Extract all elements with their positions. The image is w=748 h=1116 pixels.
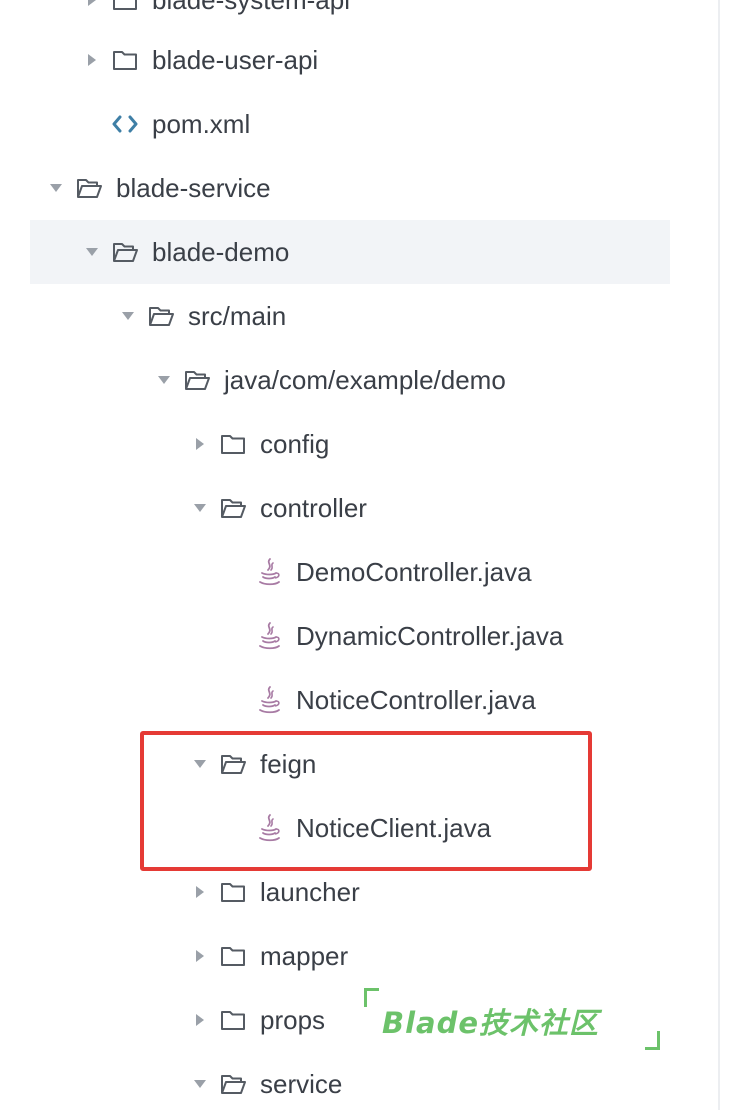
tree-item-config[interactable]: config [30, 412, 670, 476]
watermark-bracket-close [645, 1031, 660, 1050]
tree-item-controller[interactable]: controller [30, 476, 670, 540]
folder-icon [218, 1005, 248, 1035]
caret-right-icon[interactable] [80, 0, 104, 12]
tree-item-label: java/com/example/demo [224, 364, 506, 395]
tree-item-label: mapper [260, 940, 349, 971]
tree-item-blade-system-api[interactable]: blade-system-api [30, 0, 670, 32]
tree-item-blade-service[interactable]: blade-service [30, 156, 670, 220]
java-file-icon [254, 813, 284, 843]
java-file-icon [254, 685, 284, 715]
folder-open-icon [218, 1069, 248, 1099]
tree-item-label: blade-system-api [152, 0, 350, 16]
folder-icon [110, 45, 140, 75]
panel-divider [718, 0, 720, 1110]
caret-down-icon[interactable] [188, 1072, 212, 1096]
tree-item-label: config [260, 428, 330, 459]
watermark-bracket-open [364, 988, 379, 1007]
caret-down-icon[interactable] [44, 176, 68, 200]
tree-item-pom-xml[interactable]: pom.xml [30, 92, 670, 156]
tree-item-java-package[interactable]: java/com/example/demo [30, 348, 670, 412]
xml-code-icon [110, 109, 140, 139]
tree-item-feign[interactable]: feign [30, 732, 670, 796]
folder-open-icon [182, 365, 212, 395]
tree-item-service[interactable]: service [30, 1052, 670, 1116]
tree-item-label: pom.xml [152, 108, 251, 139]
folder-icon [218, 429, 248, 459]
tree-item-blade-demo[interactable]: blade-demo [30, 220, 670, 284]
caret-right-icon[interactable] [188, 432, 212, 456]
folder-open-icon [218, 493, 248, 523]
caret-right-icon[interactable] [188, 1008, 212, 1032]
tree-item-label: feign [260, 748, 317, 779]
tree-item-label: service [260, 1068, 343, 1099]
tree-item-label: DynamicController.java [296, 620, 564, 651]
folder-icon [218, 941, 248, 971]
java-file-icon [254, 621, 284, 651]
caret-right-icon[interactable] [80, 48, 104, 72]
java-file-icon [254, 557, 284, 587]
folder-open-icon [74, 173, 104, 203]
tree-item-notice-controller[interactable]: NoticeController.java [30, 668, 670, 732]
folder-open-icon [218, 749, 248, 779]
tree-item-label: blade-demo [152, 236, 290, 267]
tree-item-label: props [260, 1004, 326, 1035]
caret-right-icon[interactable] [188, 880, 212, 904]
tree-item-label: src/main [188, 300, 287, 331]
tree-item-label: NoticeController.java [296, 684, 536, 715]
tree-item-notice-client[interactable]: NoticeClient.java [30, 796, 670, 860]
caret-down-icon[interactable] [188, 496, 212, 520]
folder-icon [110, 0, 140, 15]
tree-item-label: controller [260, 492, 367, 523]
tree-item-label: blade-user-api [152, 44, 319, 75]
tree-item-blade-user-api[interactable]: blade-user-api [30, 28, 670, 92]
folder-icon [218, 877, 248, 907]
tree-item-dynamic-controller[interactable]: DynamicController.java [30, 604, 670, 668]
caret-down-icon[interactable] [188, 752, 212, 776]
tree-item-demo-controller[interactable]: DemoController.java [30, 540, 670, 604]
caret-right-icon[interactable] [188, 944, 212, 968]
watermark: Blade技术社区 [360, 986, 666, 1052]
tree-item-label: NoticeClient.java [296, 812, 492, 843]
folder-open-icon [146, 301, 176, 331]
tree-item-mapper[interactable]: mapper [30, 924, 670, 988]
tree-item-label: blade-service [116, 172, 271, 203]
tree-item-label: DemoController.java [296, 556, 532, 587]
tree-item-src-main[interactable]: src/main [30, 284, 670, 348]
file-tree-panel: blade-system-api blade-user-api pom.xml … [30, 0, 670, 1099]
tree-item-label: launcher [260, 876, 360, 907]
caret-down-icon[interactable] [80, 240, 104, 264]
tree-item-launcher[interactable]: launcher [30, 860, 670, 924]
tree-item-props[interactable]: props [30, 988, 670, 1052]
caret-down-icon[interactable] [116, 304, 140, 328]
caret-down-icon[interactable] [152, 368, 176, 392]
watermark-text: Blade技术社区 [382, 1006, 600, 1040]
folder-open-icon [110, 237, 140, 267]
